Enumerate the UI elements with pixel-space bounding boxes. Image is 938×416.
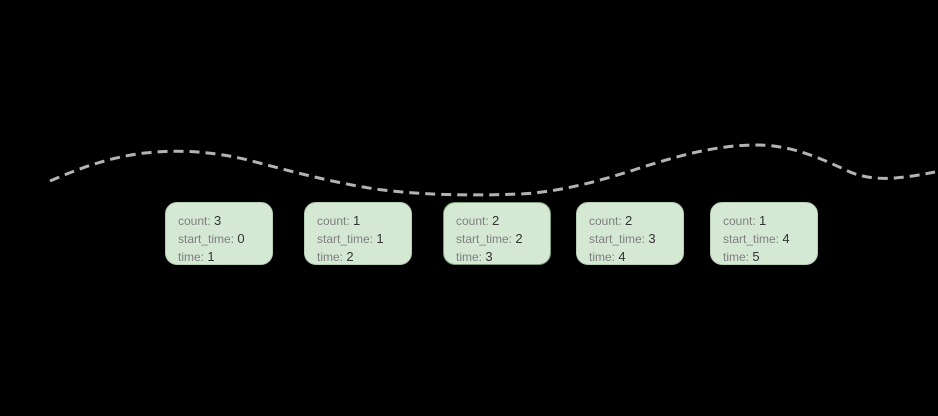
node-field-label: time: [317,250,344,264]
node-field-value: 2 [515,231,523,246]
node-field-label: count: [317,214,350,228]
node-field-value: 5 [752,249,760,264]
node-field-label: count: [178,214,211,228]
node-field-value: 2 [492,213,500,228]
node-field: start_time: 0 [178,230,260,248]
node-field-value: 4 [782,231,790,246]
node-field: count: 1 [317,212,399,230]
node-field: count: 3 [178,212,260,230]
node-field: time: 5 [723,248,805,266]
node-field-value: 2 [625,213,633,228]
node-field: start_time: 4 [723,230,805,248]
node-field: start_time: 1 [317,230,399,248]
node-field-value: 1 [207,249,215,264]
node-field: count: 2 [589,212,671,230]
node-field-label: start_time: [456,232,513,246]
node-field-value: 1 [376,231,384,246]
node-field: time: 2 [317,248,399,266]
node-field-value: 0 [237,231,245,246]
node-field-label: count: [456,214,489,228]
node-field-label: start_time: [178,232,235,246]
node-field-label: time: [456,250,483,264]
node-field-label: start_time: [723,232,780,246]
node-field: start_time: 3 [589,230,671,248]
node-field: start_time: 2 [456,230,538,248]
node-field-value: 3 [485,249,493,264]
node-field-value: 2 [346,249,354,264]
node-field-label: start_time: [317,232,374,246]
node-field-value: 1 [353,213,361,228]
node-field: count: 1 [723,212,805,230]
node-field-label: time: [589,250,616,264]
node-field: time: 4 [589,248,671,266]
node-field-label: time: [178,250,205,264]
node-field: time: 1 [178,248,260,266]
node-field: time: 3 [456,248,538,266]
node-field-label: start_time: [589,232,646,246]
node-field-label: time: [723,250,750,264]
node-field-value: 3 [214,213,222,228]
node-field: count: 2 [456,212,538,230]
node-field-value: 4 [618,249,626,264]
node-field-value: 1 [759,213,767,228]
node-field-label: count: [723,214,756,228]
node-field-value: 3 [648,231,656,246]
trend-curve-path [49,143,936,197]
node-field-label: count: [589,214,622,228]
